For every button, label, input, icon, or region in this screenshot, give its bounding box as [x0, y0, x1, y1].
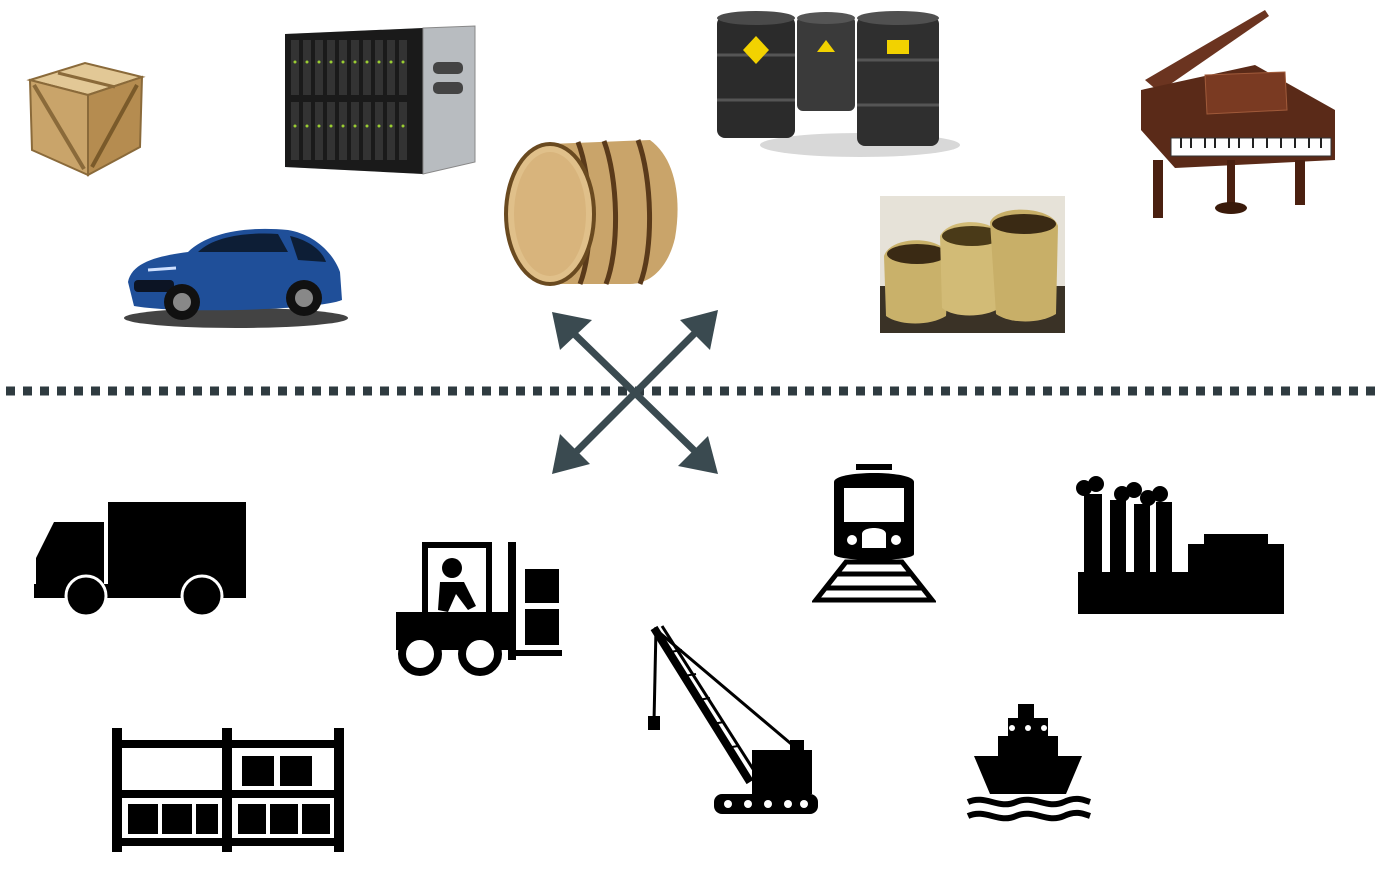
- train-icon: [812, 462, 936, 604]
- wooden-crate-icon: [20, 55, 150, 180]
- crawler-crane-icon: [640, 622, 820, 818]
- grain-sacks-icon: [880, 196, 1065, 333]
- sports-car-icon: [118, 222, 350, 332]
- forklift-icon: [392, 538, 564, 676]
- oil-drums-icon: [715, 10, 965, 160]
- goods-handling-divider: [0, 384, 1381, 396]
- factory-icon: [1074, 476, 1286, 616]
- blade-server-rack-icon: [283, 22, 478, 177]
- truck-icon: [34, 500, 248, 618]
- warehouse-racking-icon: [110, 724, 348, 854]
- bidirectional-cross-arrows-icon: [540, 300, 730, 485]
- wooden-barrel-icon: [500, 138, 685, 288]
- cargo-ship-icon: [966, 702, 1092, 822]
- grand-piano-icon: [1135, 10, 1345, 225]
